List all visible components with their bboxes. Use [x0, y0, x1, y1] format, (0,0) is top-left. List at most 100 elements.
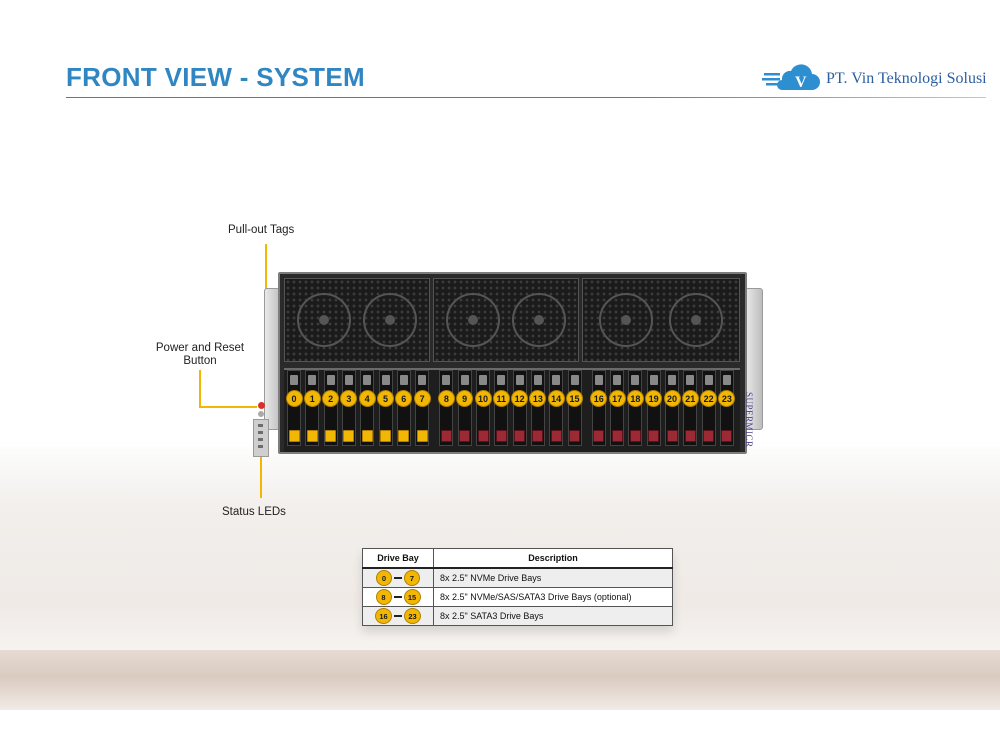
leader-power-reset — [199, 370, 201, 408]
bay-description: 8x 2.5" NVMe/SAS/SATA3 Drive Bays (optio… — [433, 587, 673, 607]
drive-bay[interactable] — [549, 370, 564, 446]
fan-panel-right — [582, 278, 740, 362]
bay-handle — [533, 375, 542, 385]
bay-number-badge: 22 — [700, 390, 718, 407]
drive-bay[interactable] — [476, 370, 490, 446]
power-button[interactable] — [258, 402, 265, 409]
bay-handle — [613, 375, 622, 385]
fan-icon — [446, 293, 500, 347]
reset-button[interactable] — [258, 411, 264, 417]
bay-latch[interactable] — [288, 430, 300, 442]
bay-latch[interactable] — [666, 430, 678, 442]
drive-bay[interactable] — [494, 370, 509, 446]
drive-bay[interactable] — [512, 370, 527, 446]
bay-number-badge: 4 — [358, 390, 376, 407]
drive-bay[interactable] — [591, 370, 606, 446]
drive-bay[interactable] — [719, 370, 734, 446]
bay-latch[interactable] — [629, 430, 641, 442]
bay-latch[interactable] — [532, 430, 544, 442]
status-led-panel — [253, 419, 269, 457]
drive-bay[interactable] — [701, 370, 716, 446]
background-shelf-edge — [0, 650, 1000, 710]
bay-latch[interactable] — [684, 430, 696, 442]
bay-latch[interactable] — [648, 430, 660, 442]
bay-number-badge: 18 — [626, 390, 644, 407]
bay-latch[interactable] — [703, 430, 715, 442]
bay-handle — [399, 375, 408, 385]
bay-number-badge: 16 — [590, 390, 608, 407]
bay-handle — [552, 375, 561, 385]
callout-status-leds: Status LEDs — [222, 506, 286, 518]
drive-bay[interactable] — [646, 370, 661, 446]
status-led — [258, 431, 263, 434]
drive-bay[interactable] — [567, 370, 582, 446]
bay-number-badge: 17 — [608, 390, 626, 407]
drive-bay[interactable] — [439, 370, 454, 446]
drive-bay[interactable] — [396, 370, 411, 446]
bay-latch[interactable] — [569, 430, 580, 442]
bay-latch[interactable] — [611, 430, 623, 442]
callout-power-reset-line1: Power and Reset — [155, 342, 245, 354]
drive-bay[interactable] — [683, 370, 698, 446]
bay-handle — [381, 375, 390, 385]
bay-description: 8x 2.5" NVMe Drive Bays — [433, 567, 673, 588]
drive-bay[interactable] — [610, 370, 625, 446]
fan-panel-left — [284, 278, 430, 362]
drive-bay[interactable] — [378, 370, 393, 446]
bay-latch[interactable] — [325, 430, 337, 442]
drive-bay[interactable] — [360, 370, 375, 446]
bay-handle — [570, 375, 579, 385]
fan-icon — [599, 293, 653, 347]
bay-latch[interactable] — [495, 430, 507, 442]
bay-latch[interactable] — [440, 430, 452, 442]
bay-number-badge: 6 — [395, 390, 413, 407]
drive-bay[interactable] — [415, 370, 430, 446]
bay-latch[interactable] — [416, 430, 428, 442]
bay-number-badge: 13 — [529, 390, 547, 407]
bay-latch[interactable] — [477, 430, 489, 442]
bay-number-badge: 5 — [377, 390, 394, 407]
drive-bay[interactable] — [305, 370, 320, 446]
drive-bay[interactable] — [628, 370, 643, 446]
bay-latch[interactable] — [306, 430, 318, 442]
leader-status-leds — [260, 440, 262, 498]
bay-latch[interactable] — [380, 430, 391, 442]
bay-chip: 23 — [404, 608, 421, 624]
drive-bay[interactable] — [287, 370, 301, 446]
table-header-description: Description — [433, 548, 673, 569]
drive-bay[interactable] — [341, 370, 356, 446]
fan-icon — [669, 293, 723, 347]
bay-latch[interactable] — [514, 430, 526, 442]
drive-bay[interactable] — [530, 370, 545, 446]
bay-latch[interactable] — [459, 430, 471, 442]
bay-handle — [631, 375, 640, 385]
bay-handle — [326, 375, 335, 385]
bay-number-badge: 10 — [474, 390, 492, 407]
drive-bay[interactable] — [457, 370, 472, 446]
bay-chip: 16 — [375, 608, 392, 624]
bay-latch[interactable] — [550, 430, 562, 442]
bay-latch[interactable] — [721, 430, 733, 442]
drive-bay[interactable] — [323, 370, 338, 446]
bay-latch[interactable] — [361, 430, 373, 442]
bay-handle — [418, 375, 427, 385]
bay-latch[interactable] — [398, 430, 410, 442]
fan-icon — [297, 293, 351, 347]
callout-power-reset-line2: Button — [183, 355, 217, 367]
bay-number-badge: 8 — [437, 390, 455, 407]
bay-number-badge: 0 — [285, 390, 303, 407]
bay-latch[interactable] — [593, 430, 605, 442]
header-divider — [66, 97, 986, 98]
bay-number-badge: 15 — [566, 390, 583, 407]
company-logo: V PT. Vin Teknologi Solusi — [762, 64, 987, 94]
bay-latch[interactable] — [343, 430, 355, 442]
drive-bay[interactable] — [665, 370, 679, 446]
bay-handle — [722, 375, 731, 385]
bay-handle — [363, 375, 372, 385]
bay-handle — [704, 375, 713, 385]
